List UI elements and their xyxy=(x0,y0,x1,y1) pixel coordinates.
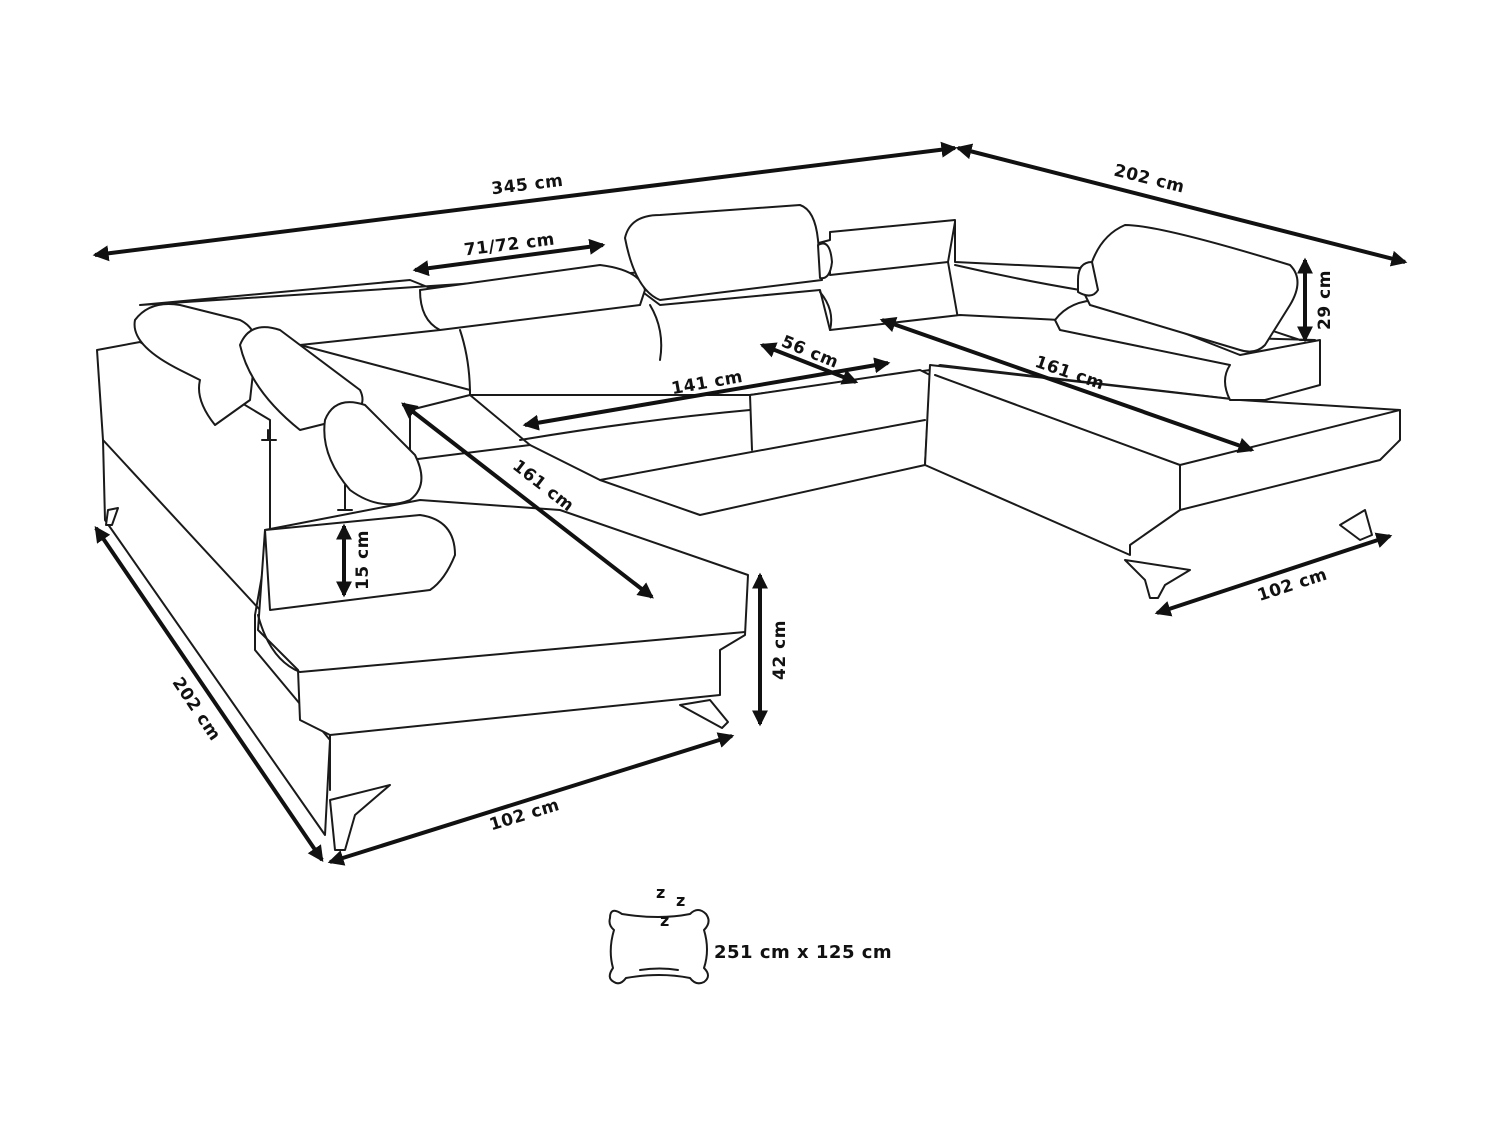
dim-headrest-width-line xyxy=(412,238,606,277)
dim-left-depth-line xyxy=(94,526,324,862)
dim-right-depth-line xyxy=(955,143,1408,267)
dim-total-width-line xyxy=(92,141,958,262)
left-leg-side xyxy=(679,699,729,729)
headrest-left xyxy=(419,264,646,331)
sleeping-area-size: 251 cm x 125 cm xyxy=(714,942,892,963)
right-leg-front xyxy=(1124,559,1191,599)
snore-z-3: z xyxy=(660,911,669,930)
dim-armrest-height-label: 15 cm xyxy=(353,530,373,590)
left-armrest-pillow-1 xyxy=(133,303,257,426)
headrest-bolster xyxy=(817,242,833,280)
left-leg-back xyxy=(105,507,119,526)
snore-z-2: z xyxy=(676,891,685,910)
dim-right-chaise-length-line xyxy=(879,316,1255,454)
right-chaise xyxy=(924,364,1401,556)
dim-left-depth-label: 202 cm xyxy=(168,674,225,745)
dim-right-chaise-width-label: 102 cm xyxy=(1255,565,1330,606)
headrest-middle xyxy=(624,204,823,301)
dim-headrest-height-label: 29 cm xyxy=(1315,270,1335,330)
right-leg-side xyxy=(1339,509,1373,541)
sleeping-area: z z z 251 cm x 125 cm xyxy=(608,883,892,985)
left-armrest-pillow-3 xyxy=(323,401,423,506)
sofa-drawing xyxy=(96,204,1401,851)
right-bolster xyxy=(1077,261,1099,297)
dim-left-chaise-length-line xyxy=(401,402,654,599)
dim-left-chaise-width-line xyxy=(327,732,735,866)
pillow-sleep-icon xyxy=(608,909,710,985)
dim-total-width-label: 345 cm xyxy=(490,171,564,200)
snore-z-1: z xyxy=(656,883,665,902)
left-leg-front xyxy=(329,784,391,851)
dim-seat-height-label: 42 cm xyxy=(770,620,790,680)
dim-right-chaise-width-line xyxy=(1154,532,1393,617)
